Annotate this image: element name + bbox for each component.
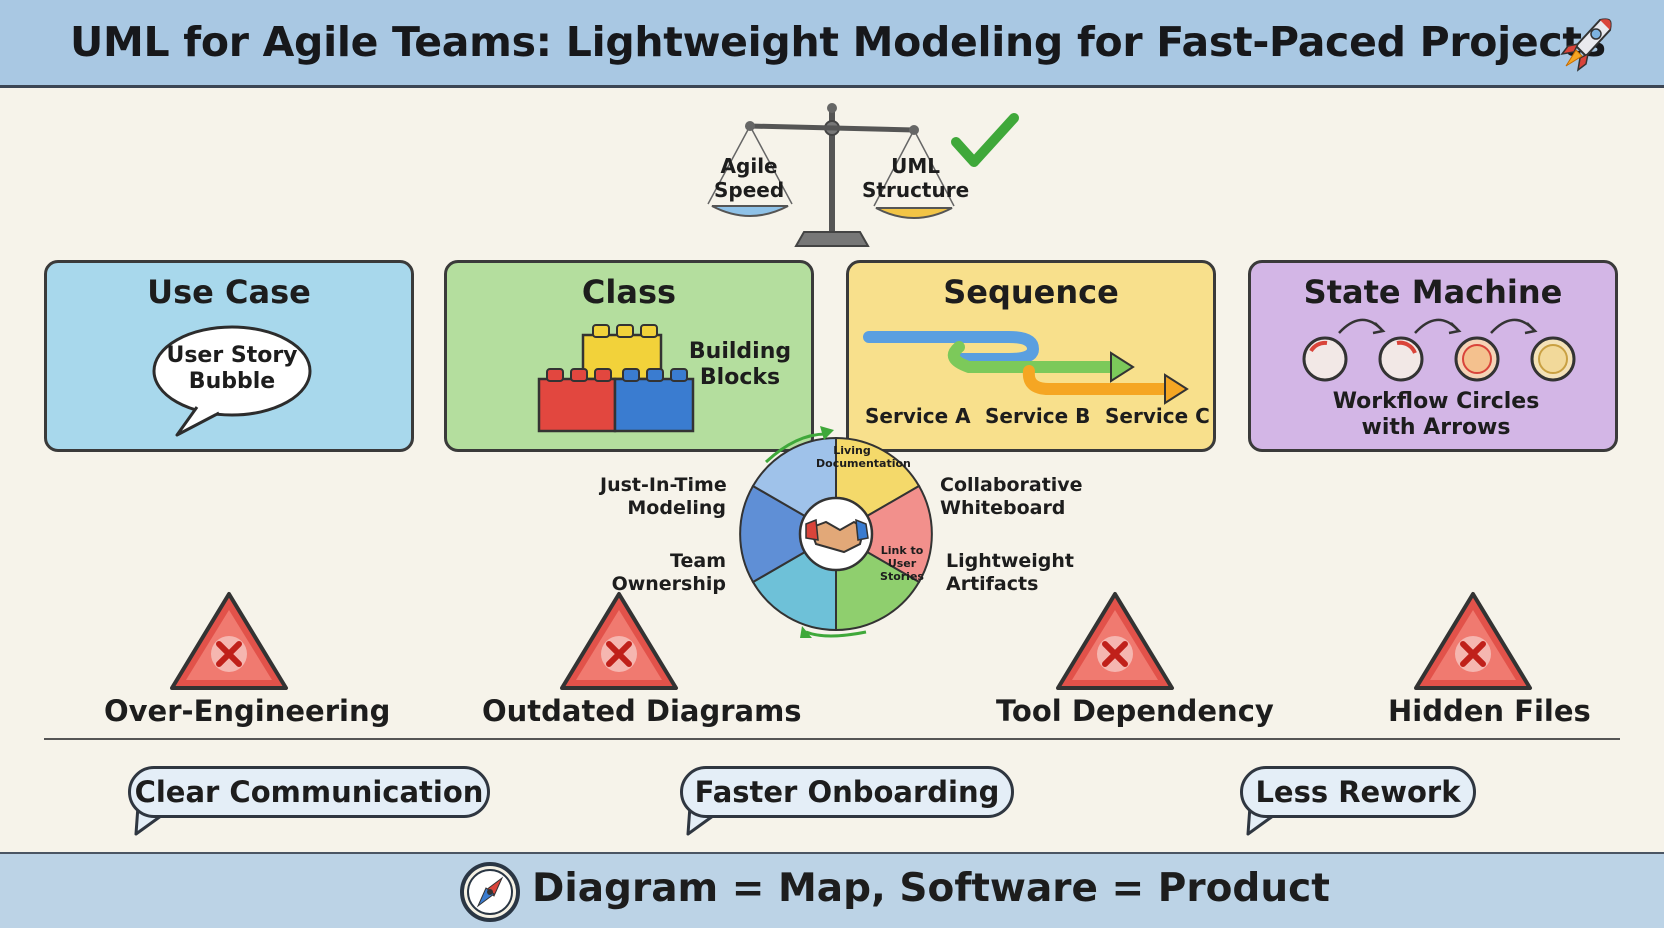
pitfall-outdated-diagrams: Outdated Diagrams xyxy=(482,694,802,728)
benefit-clear-communication: Clear Communication xyxy=(128,766,490,818)
benefit-less-rework: Less Rework xyxy=(1240,766,1476,818)
pitfall-hidden-files: Hidden Files xyxy=(1388,694,1591,728)
warning-icon xyxy=(170,592,288,690)
team-ownership-label: Team Ownership xyxy=(611,550,726,595)
rocket-icon xyxy=(1560,18,1612,72)
warning-icon xyxy=(560,592,678,690)
compass-icon xyxy=(460,862,520,922)
class-title: Class xyxy=(581,273,677,311)
lightweight-artifacts-label: Lightweight Artifacts xyxy=(946,550,1074,595)
footer-banner: Diagram = Map, Software = Product xyxy=(0,852,1664,928)
checkmark-icon xyxy=(951,113,1019,167)
sequence-arrows-icon xyxy=(863,331,1189,405)
workflow-circles-text: Workflow Circles with Arrows xyxy=(1332,389,1540,440)
header-banner: UML for Agile Teams: Lightweight Modelin… xyxy=(0,0,1664,88)
service-b-label: Service B xyxy=(985,404,1091,428)
warning-icon xyxy=(1056,592,1174,690)
just-in-time-modeling-label: Just-In-Time Modeling xyxy=(600,474,727,519)
pitfall-over-engineering: Over-Engineering xyxy=(104,694,391,728)
service-a-label: Service A xyxy=(865,404,971,428)
cycle-wheel xyxy=(739,426,933,638)
use-case-title: Use Case xyxy=(147,273,311,311)
collaborative-whiteboard-label: Collaborative Whiteboard xyxy=(940,474,1083,519)
uml-structure-label: UML Structure xyxy=(862,154,970,202)
class-card: Class Building Blocks xyxy=(444,260,814,452)
scale-icon xyxy=(707,103,955,247)
user-story-bubble-text: User Story Bubble xyxy=(166,343,298,394)
sequence-card: Sequence Service A Service B Service C xyxy=(846,260,1216,452)
benefit-faster-onboarding: Faster Onboarding xyxy=(680,766,1014,818)
handshake-icon xyxy=(805,518,869,554)
sequence-title: Sequence xyxy=(943,273,1119,311)
workflow-circles-icon xyxy=(1302,318,1576,382)
state-machine-title: State Machine xyxy=(1303,273,1563,311)
speech-bubble-icon xyxy=(152,325,312,437)
use-case-card: Use Case User Story Bubble xyxy=(44,260,414,452)
pitfall-tool-dependency: Tool Dependency xyxy=(996,694,1274,728)
link-to-user-stories-label: Link to User Stories xyxy=(880,544,924,583)
section-divider xyxy=(44,738,1620,740)
state-machine-card: State Machine Workflow Circles with Arro… xyxy=(1248,260,1618,452)
footer-motto: Diagram = Map, Software = Product xyxy=(532,866,1330,911)
agile-practices-cycle: Living Documentation Link to User Storie… xyxy=(736,426,936,650)
building-blocks-icon xyxy=(537,324,695,433)
warning-icon xyxy=(1414,592,1532,690)
page-title: UML for Agile Teams: Lightweight Modelin… xyxy=(70,18,1606,66)
service-c-label: Service C xyxy=(1105,404,1210,428)
agile-speed-label: Agile Speed xyxy=(714,154,785,202)
building-blocks-text: Building Blocks xyxy=(688,339,792,390)
balance-scale: Agile Speed UML Structure xyxy=(700,100,969,254)
living-documentation-label: Living Documentation xyxy=(816,444,911,470)
